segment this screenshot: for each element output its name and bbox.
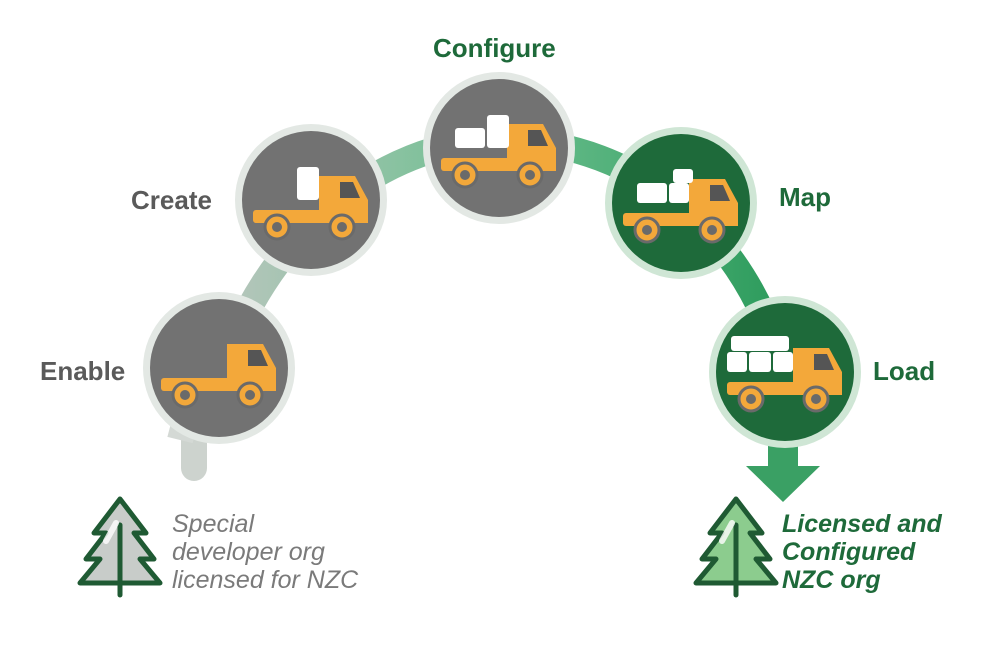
step-map-icon (605, 127, 757, 279)
step-load-icon (709, 296, 861, 448)
step-label-create: Create (131, 185, 212, 215)
end-tree-icon (696, 499, 776, 595)
end-caption-line-3: NZC org (782, 566, 881, 594)
step-label-map: Map (779, 182, 831, 212)
start-tree-icon (80, 499, 160, 595)
step-label-enable: Enable (40, 356, 126, 386)
step-enable-icon (143, 292, 295, 444)
start-caption-line-2: developer org (172, 538, 325, 566)
end-caption-line-1: Licensed and (782, 510, 942, 538)
end-caption-line-2: Configured (782, 538, 916, 566)
step-configure-icon (423, 72, 575, 224)
step-label-load: Load (873, 356, 936, 386)
start-caption-line-3: licensed for NZC (172, 566, 359, 594)
end-caption: Licensed and Configured NZC org (782, 510, 942, 594)
step-label-configure: Configure (433, 33, 556, 63)
start-caption-line-1: Special (172, 510, 254, 538)
start-caption: Special developer org licensed for NZC (172, 510, 358, 594)
down-arrow-icon (746, 440, 820, 502)
step-create-icon (235, 124, 387, 276)
